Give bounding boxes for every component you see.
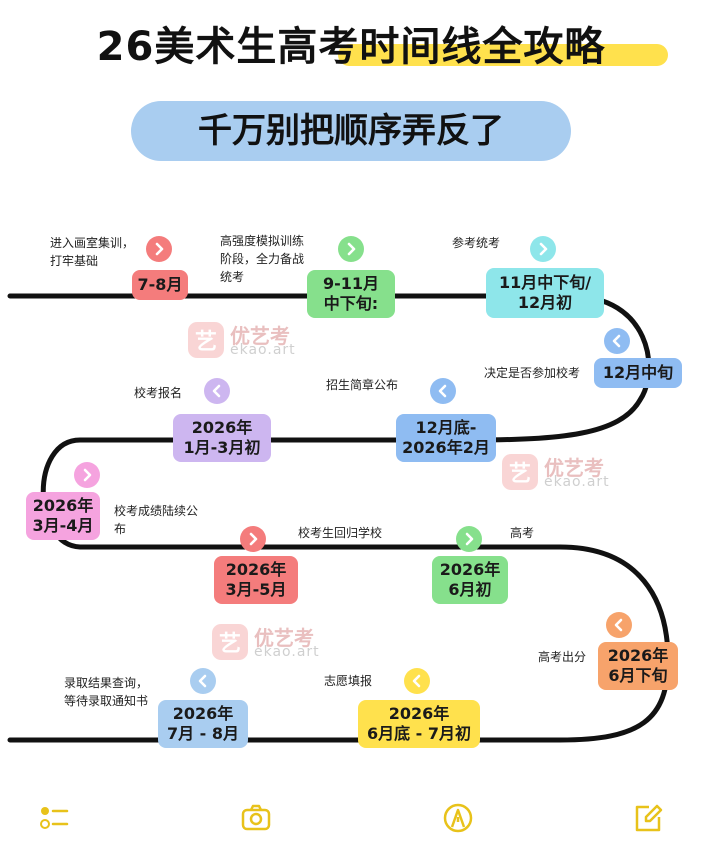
milestone-desc: 录取结果查询， 等待录取通知书 [64,676,149,708]
watermark-logo: 艺 [502,454,538,490]
milestone-date: 9-11月 中下旬: [307,270,395,318]
milestone-desc: 校考生回归学校 [298,526,383,540]
milestone-desc: 招生简章公布 [326,378,399,392]
milestone-desc: 志愿填报 [324,674,373,688]
milestone-date: 2026年 6月初 [432,556,508,604]
chevron-right-icon [74,462,100,488]
milestone-date: 2026年 6月下旬 [598,642,678,690]
chevron-left-icon [190,668,216,694]
milestone-desc: 进入画室集训， 打牢基础 [50,236,135,268]
milestone-date: 2026年 3月-5月 [214,556,298,604]
watermark-name: 优艺考 [230,324,290,348]
chevron-right-icon [146,236,172,262]
milestone-date: 12月底- 2026年2月 [396,414,496,462]
pen-icon[interactable] [442,802,474,834]
chevron-left-icon [204,378,230,404]
milestone-desc: 决定是否参加校考 [484,366,581,380]
milestone-date: 2026年 1月-3月初 [173,414,271,462]
watermark-logo: 艺 [212,624,248,660]
milestone-date: 7-8月 [132,270,188,300]
chevron-left-icon [604,328,630,354]
milestone-desc: 高强度模拟训练 阶段，全力备战 统考 [220,234,305,284]
milestone-date: 2026年 3月-4月 [26,492,100,540]
milestone-date: 2026年 7月 - 8月 [158,700,248,748]
milestone-date: 11月中下旬/ 12月初 [486,268,604,318]
milestone-desc: 高考出分 [538,650,587,664]
subtitle-pill [131,101,571,161]
chevron-left-icon [404,668,430,694]
chevron-right-icon [530,236,556,262]
chevron-right-icon [240,526,266,552]
milestone-desc: 高考 [510,526,535,540]
camera-icon[interactable] [240,802,272,834]
milestone-date: 2026年 6月底 - 7月初 [358,700,480,748]
milestone-desc: 校考成绩陆续公 布 [114,504,199,536]
chevron-left-icon [430,378,456,404]
chevron-right-icon [338,236,364,262]
list-icon[interactable] [38,802,70,834]
milestone-desc: 参考统考 [452,236,501,250]
watermark-url: ekao.art [230,342,296,358]
watermark-logo: 艺 [188,322,224,358]
page-title: 26美术生高考时间线全攻略 [96,24,606,70]
chevron-right-icon [456,526,482,552]
milestone-date: 12月中旬 [594,358,682,388]
watermark-url: ekao.art [254,644,320,660]
page-subtitle: 千万别把顺序弄反了 [198,111,504,151]
watermark-url: ekao.art [544,474,610,490]
watermark-name: 优艺考 [544,456,604,480]
title-highlight [338,44,668,66]
watermark-name: 优艺考 [254,626,314,650]
edit-icon[interactable] [632,802,664,834]
milestone-desc: 校考报名 [134,386,183,400]
chevron-left-icon [606,612,632,638]
